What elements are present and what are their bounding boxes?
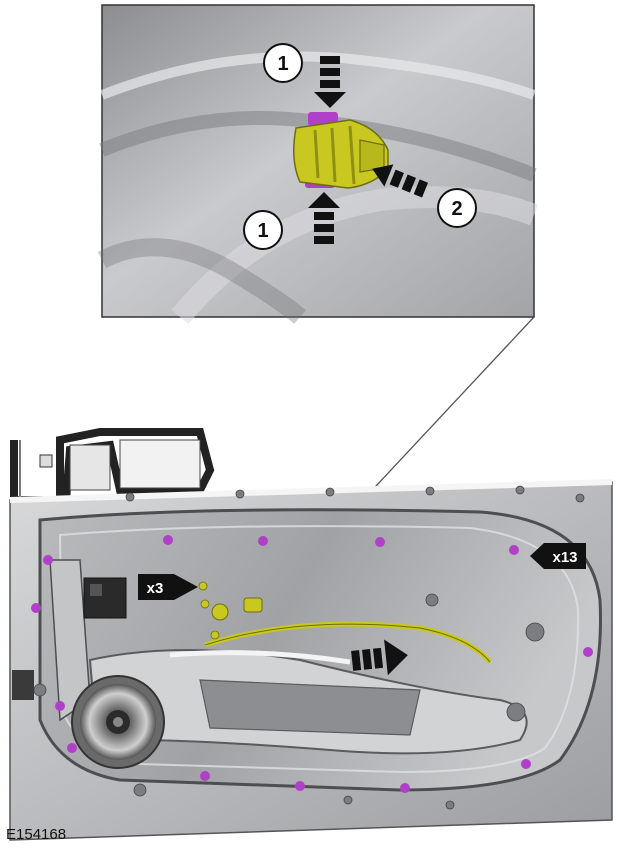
callout-label: 2 <box>451 198 462 220</box>
trim-clip <box>200 771 210 781</box>
trim-clip <box>521 759 531 769</box>
callout-label: 1 <box>277 53 288 75</box>
speaker <box>71 675 165 769</box>
inset-body-contour <box>100 51 536 100</box>
trim-clip <box>43 555 53 565</box>
trim-clip <box>583 647 593 657</box>
trim-clip <box>509 545 519 555</box>
trim-clip <box>67 743 77 753</box>
quantity-callout-x13: x13 <box>530 543 586 569</box>
quantity-callout-x3: x3 <box>138 574 198 600</box>
screw <box>210 630 220 640</box>
connector-location <box>243 597 263 613</box>
trim-clip <box>258 536 268 546</box>
callout-1-bottom: 1 <box>243 210 283 250</box>
release-arrow <box>372 164 429 198</box>
connector <box>293 112 389 189</box>
connector-ribs <box>313 125 356 185</box>
trim-clip <box>31 603 41 613</box>
inset-body-contour <box>97 238 306 324</box>
trim-clip <box>375 537 385 547</box>
callout-1-top: 1 <box>263 43 303 83</box>
detail-inset: 1 1 2 <box>97 4 538 325</box>
figure-id: E154168 <box>6 826 67 843</box>
screws <box>198 581 220 640</box>
callout-2: 2 <box>437 188 477 228</box>
screw <box>200 599 210 609</box>
trim-clips <box>31 535 593 793</box>
trim-clip <box>400 783 410 793</box>
quantity-label: x3 <box>147 580 164 597</box>
trim-clip <box>163 535 173 545</box>
screw <box>198 581 208 591</box>
inset-body-contour <box>99 111 537 182</box>
push-arrow-up <box>308 192 340 244</box>
push-arrow-down <box>314 56 346 108</box>
trim-clip <box>295 781 305 791</box>
door-overview: x3 x13 <box>9 428 613 841</box>
panel-holes <box>33 485 585 810</box>
quantity-label: x13 <box>552 549 577 566</box>
trim-clip <box>55 701 65 711</box>
harness-direction-arrow <box>351 639 408 676</box>
inset-body-contour <box>171 186 538 325</box>
callout-label: 1 <box>257 220 268 242</box>
